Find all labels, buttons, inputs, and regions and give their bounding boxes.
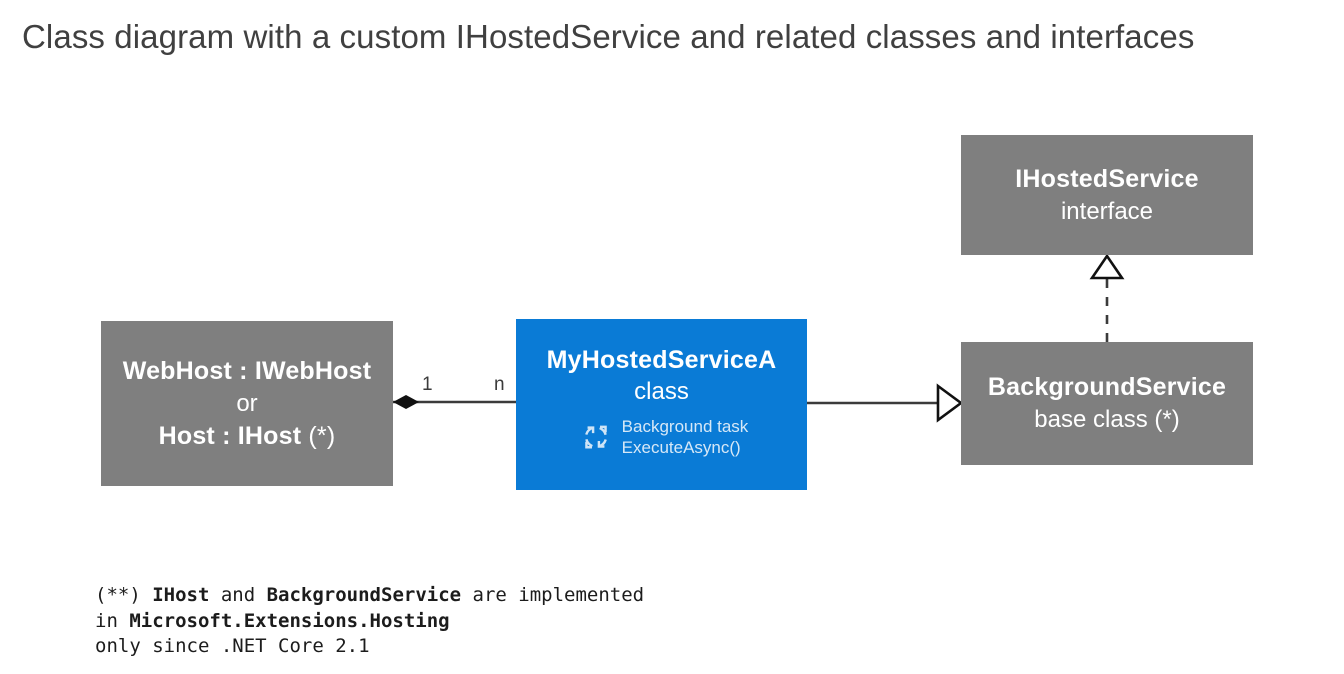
footnote-backgroundservice: BackgroundService xyxy=(266,584,462,606)
edge-realization-backgroundservice-ihostedservice xyxy=(1089,253,1125,342)
multiplicity-label-target: n xyxy=(494,374,505,395)
background-task-line1: Background task xyxy=(621,417,749,436)
footnote-implemented: are implemented xyxy=(461,584,645,606)
webhost-alt-title-text: Host : IHost xyxy=(158,421,302,450)
webhost-alt-title: Host : IHost (*) xyxy=(159,420,336,453)
multiplicity-label-source: 1 xyxy=(422,374,433,395)
backgroundservice-stereotype: base class (*) xyxy=(1034,406,1180,433)
footnote-line1: (**) IHost and BackgroundService are imp… xyxy=(95,584,644,606)
class-node-backgroundservice[interactable]: BackgroundService base class (*) xyxy=(961,342,1253,465)
hollow-triangle-marker xyxy=(936,383,964,423)
refresh-cycle-icon xyxy=(584,425,607,449)
footnote-in: in xyxy=(95,609,130,632)
footnote-marker: (**) xyxy=(95,584,153,606)
background-task-row: Background task ExecuteAsync() xyxy=(575,416,749,458)
webhost-alt-title-footnote-marker: (*) xyxy=(301,421,336,450)
edge-composition-webhost-myhostedservice xyxy=(393,395,516,409)
footnote-namespace: Microsoft.Extensions.Hosting xyxy=(129,609,450,632)
backgroundservice-title: BackgroundService xyxy=(987,373,1227,401)
myhostedservicea-title: MyHostedServiceA xyxy=(546,346,777,374)
footnote-line2: in Microsoft.Extensions.Hosting xyxy=(95,610,450,632)
background-task-line2: ExecuteAsync() xyxy=(621,438,741,457)
class-node-webhost[interactable]: WebHost : IWebHost or Host : IHost (*) xyxy=(101,321,393,486)
ihostedservice-title: IHostedService xyxy=(1015,164,1199,193)
webhost-title: WebHost : IWebHost xyxy=(122,356,372,385)
class-node-myhostedservicea[interactable]: MyHostedServiceA class Background task E… xyxy=(516,319,807,490)
interface-node-ihostedservice[interactable]: IHostedService interface xyxy=(961,135,1253,255)
hollow-triangle-marker xyxy=(1089,253,1125,280)
footnote-ihost: IHost xyxy=(152,584,210,606)
background-task-label: Background task ExecuteAsync() xyxy=(622,416,749,458)
page-title: Class diagram with a custom IHostedServi… xyxy=(22,18,1195,55)
myhostedservicea-stereotype: class xyxy=(634,378,689,405)
edge-generalization-myhostedservice-backgroundservice xyxy=(807,383,964,423)
footnote-and: and xyxy=(209,584,267,606)
ihostedservice-stereotype: interface xyxy=(1060,197,1154,225)
footnote-line3: only since .NET Core 2.1 xyxy=(95,635,370,657)
footnote: (**) IHost and BackgroundService are imp… xyxy=(95,583,644,660)
webhost-or-separator: or xyxy=(236,389,258,417)
filled-diamond-marker xyxy=(393,395,419,409)
